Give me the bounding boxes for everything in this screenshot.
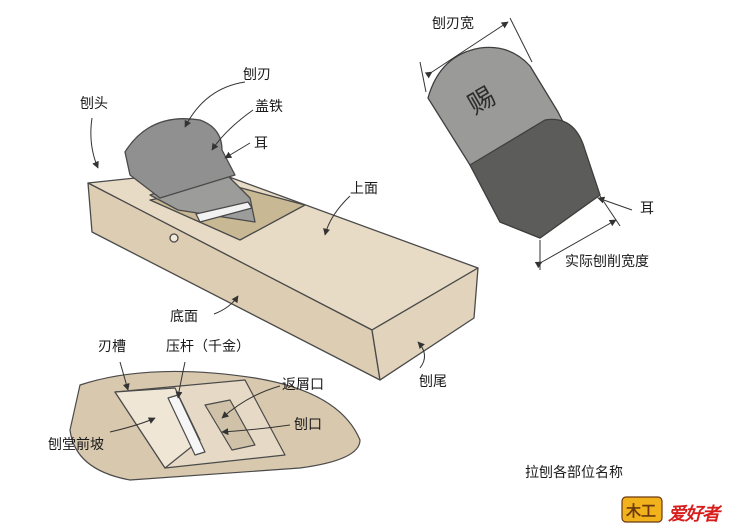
label-front-slope: 刨堂前坡: [48, 437, 104, 453]
logo-text: 爱好者: [668, 504, 720, 525]
logo-icon-text: 木工: [625, 502, 656, 520]
diagram-caption: 拉刨各部位名称: [525, 465, 623, 481]
label-chip-return: 返屑口: [282, 377, 324, 393]
dim-actual-width-ext2: [599, 195, 621, 227]
label-pressure-bar: 压杆（千金）: [166, 339, 250, 355]
dim-blade-width: [424, 21, 509, 79]
dim-actual-width: [534, 219, 617, 269]
bed-detail: [69, 370, 361, 481]
pointer-bottom-face: [213, 295, 239, 315]
pointer-head: [90, 117, 99, 169]
blade-detail-edge: [469, 118, 601, 239]
dimensions: [419, 17, 621, 270]
peg-hole: [169, 233, 179, 243]
label-plane-head: 刨头: [80, 96, 108, 112]
plane-tail-end: [371, 267, 479, 381]
label-ear-right: 耳: [640, 201, 654, 217]
label-actual-width: 实际刨削宽度: [565, 254, 649, 270]
pointer-cap-iron: [211, 109, 254, 151]
label-tail: 刨尾: [419, 374, 447, 390]
pointer-blade: [184, 81, 246, 128]
blade: [124, 118, 236, 199]
pointer-front-slope: [109, 417, 156, 433]
dim-blade-width-ext1: [419, 61, 427, 93]
pointer-top-face: [323, 195, 351, 236]
label-blade-groove: 刃槽: [98, 339, 126, 355]
plane-body: [87, 118, 479, 381]
pointer-chip-return: [221, 385, 281, 419]
label-blade: 刨刃: [243, 67, 271, 83]
pointer-ear-left: [224, 142, 251, 159]
bed-pressure-bar: [167, 394, 206, 456]
label-mouth: 刨口: [294, 417, 322, 433]
pointer-groove: [119, 361, 130, 391]
label-cap-iron: 盖铁: [255, 99, 283, 115]
pointer-tail: [417, 341, 425, 369]
pointer-mouth: [221, 424, 291, 436]
pressure-bar: [195, 201, 253, 223]
pointer-ear-right: [597, 196, 633, 211]
site-logo: 木工: [621, 496, 663, 523]
blade-detail: 赐: [427, 46, 601, 239]
label-ear-left: 耳: [254, 136, 268, 152]
pointer-pressure-bar: [175, 361, 186, 399]
label-bottom-face: 底面: [170, 309, 198, 325]
label-blade-width: 刨刃宽: [432, 16, 474, 32]
label-top-face: 上面: [350, 181, 378, 197]
pointers: [90, 81, 633, 436]
dim-blade-width-ext2: [509, 17, 533, 63]
